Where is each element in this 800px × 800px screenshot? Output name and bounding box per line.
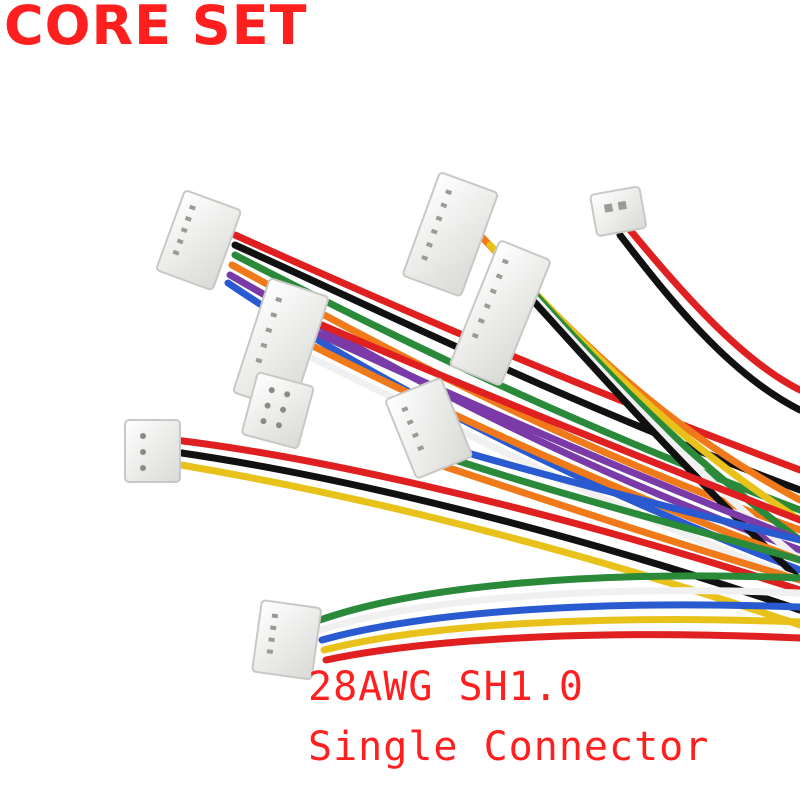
connector-top-right: [589, 185, 647, 237]
connectors: [124, 172, 647, 681]
connector-left-small: [124, 419, 181, 483]
brand-logo: CORE SET: [4, 0, 308, 57]
connector-center-small: [241, 371, 315, 449]
connector-top-middle: [402, 172, 499, 297]
connector-top-left: [156, 190, 242, 291]
connector-middle-right: [449, 240, 551, 386]
connector-bottom: [251, 599, 322, 681]
caption-spec: 28AWG SH1.0: [308, 664, 584, 710]
connector-center-angled: [385, 377, 473, 479]
caption-type: Single Connector: [308, 724, 710, 770]
